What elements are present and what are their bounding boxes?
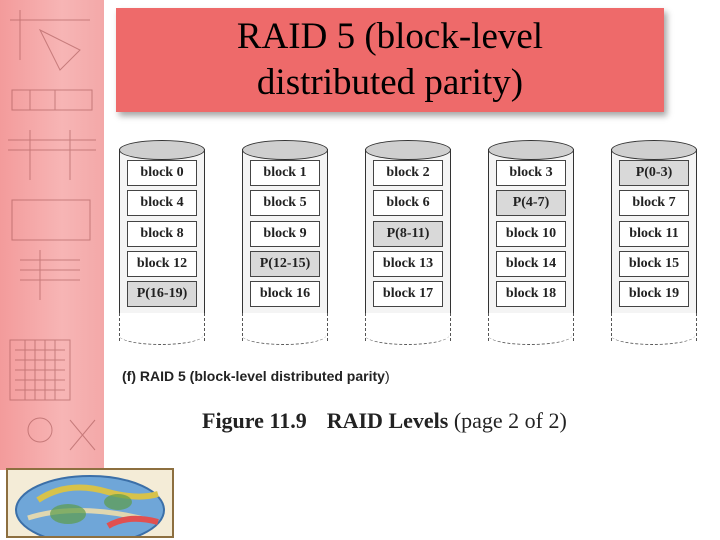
disk-3: block 3 P(4-7) block 10 block 14 block 18 xyxy=(488,140,574,346)
data-block: block 19 xyxy=(619,281,689,307)
disk-continuation xyxy=(488,313,574,341)
disk-bottom-edge xyxy=(242,326,326,345)
data-block: block 0 xyxy=(127,160,197,186)
parity-block: P(8-11) xyxy=(373,221,443,247)
schematic-sketch-icon xyxy=(8,10,96,451)
disk-top-cap xyxy=(611,140,697,160)
data-block: block 14 xyxy=(496,251,566,277)
parity-block: P(0-3) xyxy=(619,160,689,186)
figure-page: (page 2 of 2) xyxy=(453,408,567,433)
data-block: block 16 xyxy=(250,281,320,307)
data-block: block 11 xyxy=(619,221,689,247)
data-block: block 5 xyxy=(250,190,320,216)
title-banner: RAID 5 (block-level distributed parity) xyxy=(116,8,664,112)
data-block: block 9 xyxy=(250,221,320,247)
disk-continuation xyxy=(611,313,697,341)
disk-bottom-edge xyxy=(488,326,572,345)
disk-continuation xyxy=(365,313,451,341)
data-block: block 1 xyxy=(250,160,320,186)
disk-top-cap xyxy=(242,140,328,160)
data-block: block 13 xyxy=(373,251,443,277)
parity-block: P(12-15) xyxy=(250,251,320,277)
disk-top-cap xyxy=(365,140,451,160)
slide-title: RAID 5 (block-level distributed parity) xyxy=(236,16,544,103)
decorative-side-strip xyxy=(0,0,104,470)
data-block: block 18 xyxy=(496,281,566,307)
disk-bottom-edge xyxy=(119,326,203,345)
data-block: block 2 xyxy=(373,160,443,186)
disk-continuation xyxy=(119,313,205,341)
data-block: block 4 xyxy=(127,190,197,216)
disk-bottom-edge xyxy=(365,326,449,345)
parity-block: P(4-7) xyxy=(496,190,566,216)
windows-solaris-cluster-logo xyxy=(6,468,174,538)
data-block: block 12 xyxy=(127,251,197,277)
data-block: block 7 xyxy=(619,190,689,216)
data-block: block 3 xyxy=(496,160,566,186)
caption-text: (f) RAID 5 (block-level distributed pari… xyxy=(122,368,385,384)
disk-top-cap xyxy=(119,140,205,160)
disk-2: block 2 block 6 P(8-11) block 13 block 17 xyxy=(365,140,451,346)
disk-top-cap xyxy=(488,140,574,160)
figure-name: RAID Levels xyxy=(326,408,449,433)
data-block: block 17 xyxy=(373,281,443,307)
data-block: block 15 xyxy=(619,251,689,277)
disk-continuation xyxy=(242,313,328,341)
data-block: block 8 xyxy=(127,221,197,247)
disk-1: block 1 block 5 block 9 P(12-15) block 16 xyxy=(242,140,328,346)
globe-logo-icon xyxy=(15,475,165,536)
caption-close: ) xyxy=(384,368,390,384)
disk-0: block 0 block 4 block 8 block 12 P(16-19) xyxy=(119,140,205,346)
disk-bottom-edge xyxy=(611,326,695,345)
parity-block: P(16-19) xyxy=(127,281,197,307)
figure-label: Figure 11.9 RAID Levels (page 2 of 2) xyxy=(202,408,567,434)
figure-number: Figure 11.9 xyxy=(202,408,307,433)
data-block: block 10 xyxy=(496,221,566,247)
diagram-caption: (f) RAID 5 (block-level distributed pari… xyxy=(122,368,390,384)
data-block: block 6 xyxy=(373,190,443,216)
disk-4: P(0-3) block 7 block 11 block 15 block 19 xyxy=(611,140,697,346)
